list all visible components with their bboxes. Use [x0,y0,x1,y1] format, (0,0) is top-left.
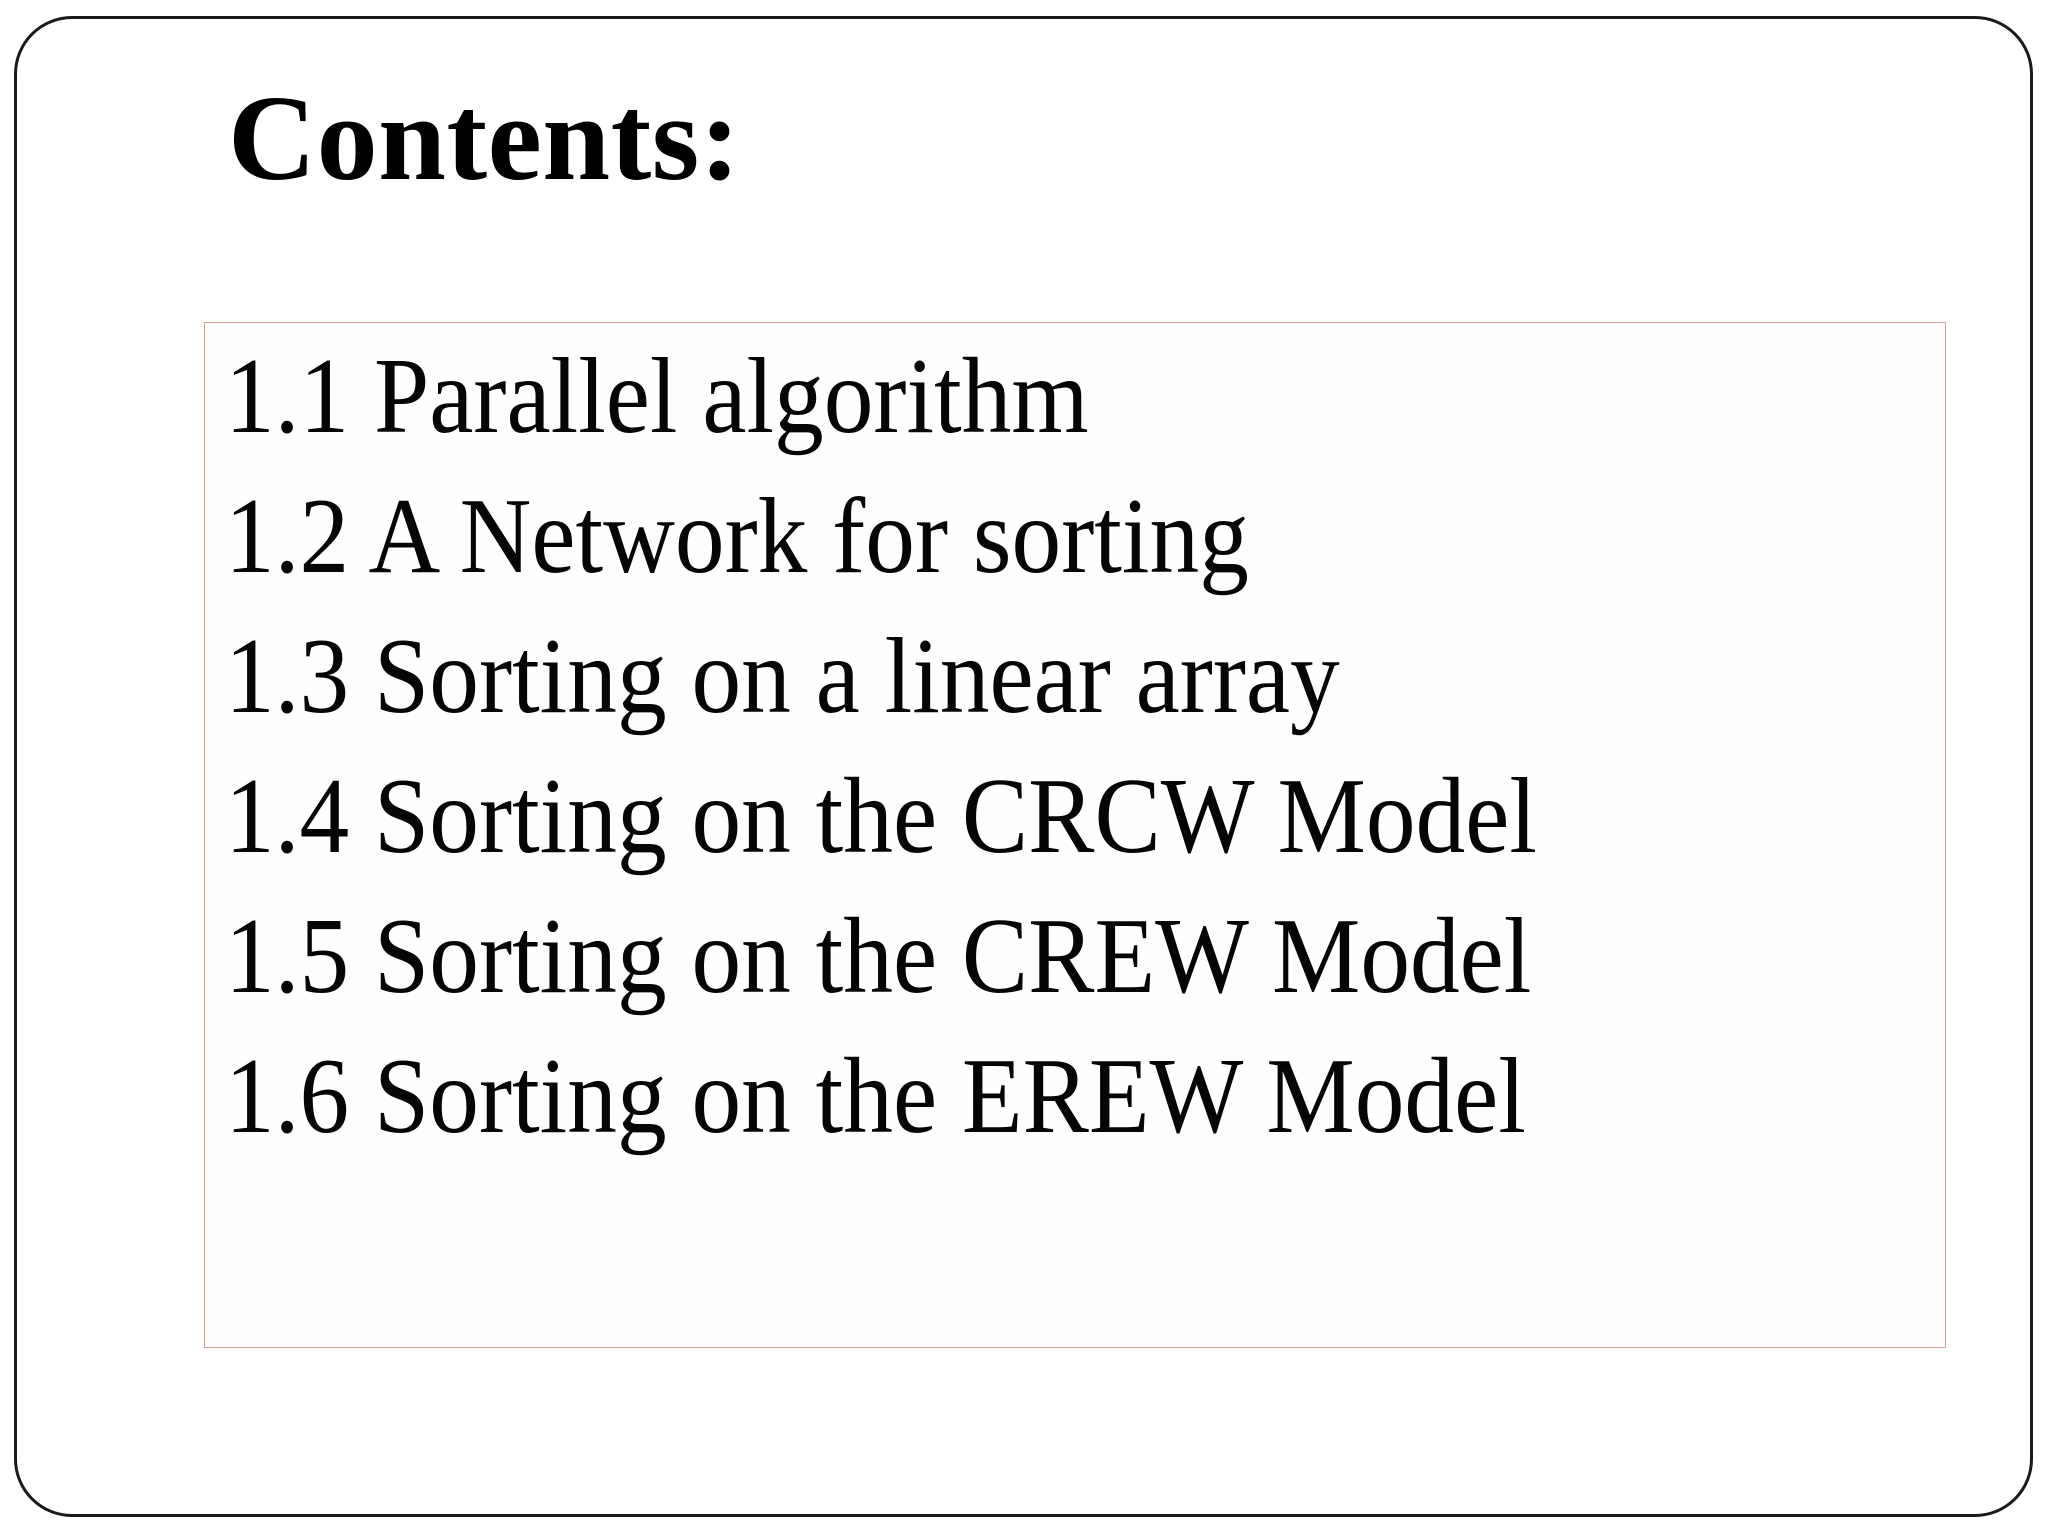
list-item[interactable]: 1.1 Parallel algorithm [225,337,1089,456]
list-item[interactable]: 1.6 Sorting on the EREW Model [225,1037,1526,1156]
list-item[interactable]: 1.4 Sorting on the CRCW Model [225,757,1537,876]
table-of-contents-list: 1.1 Parallel algorithm 1.2 A Network for… [225,327,1945,1167]
list-item[interactable]: 1.2 A Network for sorting [225,477,1249,596]
page-title: Contents: [228,71,741,206]
list-item[interactable]: 1.5 Sorting on the CREW Model [225,897,1532,1016]
contents-panel: 1.1 Parallel algorithm 1.2 A Network for… [204,322,1946,1348]
list-item[interactable]: 1.3 Sorting on a linear array [225,617,1340,736]
